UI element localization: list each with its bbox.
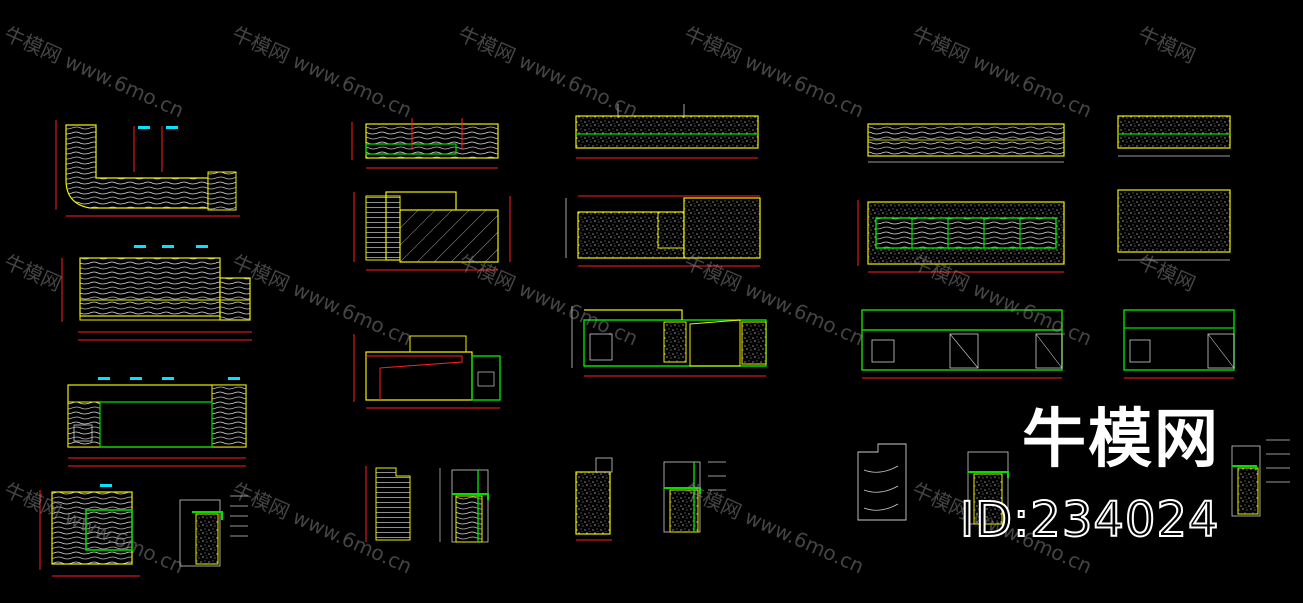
elevation-counter-2 [353, 191, 511, 271]
plan-l-shaped-counter [55, 120, 240, 217]
logo-id-label: ID:234024 [959, 492, 1220, 548]
back-elevation-1 [67, 377, 247, 467]
elevation-counter-3 [565, 195, 761, 267]
plan-counter-4 [867, 123, 1065, 163]
section-details-4 [857, 443, 1009, 525]
plan-counter-5 [1117, 115, 1231, 157]
side-elevation-1 [39, 484, 248, 577]
plan-counter-2 [351, 118, 499, 169]
back-counter-3 [571, 306, 767, 377]
logo-brand: 牛模网 [1022, 403, 1220, 477]
back-counter-4 [861, 309, 1063, 379]
back-counter-2 [353, 334, 501, 409]
plan-counter-3 [575, 104, 759, 159]
back-counter-5 [1123, 309, 1235, 379]
section-details-5 [1231, 439, 1290, 517]
elevation-counter-5 [1117, 189, 1231, 261]
front-elevation-1 [61, 245, 252, 341]
section-details-2 [365, 466, 489, 543]
elevation-counter-4 [857, 200, 1065, 273]
section-details-3 [575, 457, 726, 541]
